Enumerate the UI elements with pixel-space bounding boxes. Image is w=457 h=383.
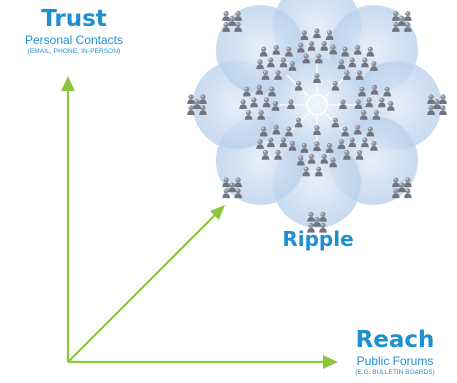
arrow-head-icon <box>210 205 225 220</box>
arrow-head-icon <box>323 355 338 369</box>
reach-detail: (E.G. BULLETIN BOARDS) <box>355 369 435 376</box>
axes <box>61 76 338 369</box>
ripple-axis <box>67 212 218 363</box>
person-icon <box>222 11 230 21</box>
reach-title: Reach <box>355 327 435 353</box>
reach-subtitle: Public Forums <box>356 354 434 368</box>
trust-title: Trust <box>41 6 107 32</box>
ripple-core <box>306 94 328 116</box>
arrow-head-icon <box>61 76 75 91</box>
ripple-label-group: Ripple <box>270 227 366 251</box>
trust-detail: (EMAIL, PHONE, IN-PERSON) <box>27 48 121 55</box>
reach-label-group: Reach Public Forums (E.G. BULLETIN BOARD… <box>334 326 456 378</box>
ripple-cloud <box>187 0 447 233</box>
ripple-title: Ripple <box>282 227 354 251</box>
trust-label-group: Trust Personal Contacts (EMAIL, PHONE, I… <box>4 5 144 57</box>
person-icon <box>404 11 412 21</box>
trust-subtitle: Personal Contacts <box>24 33 124 47</box>
